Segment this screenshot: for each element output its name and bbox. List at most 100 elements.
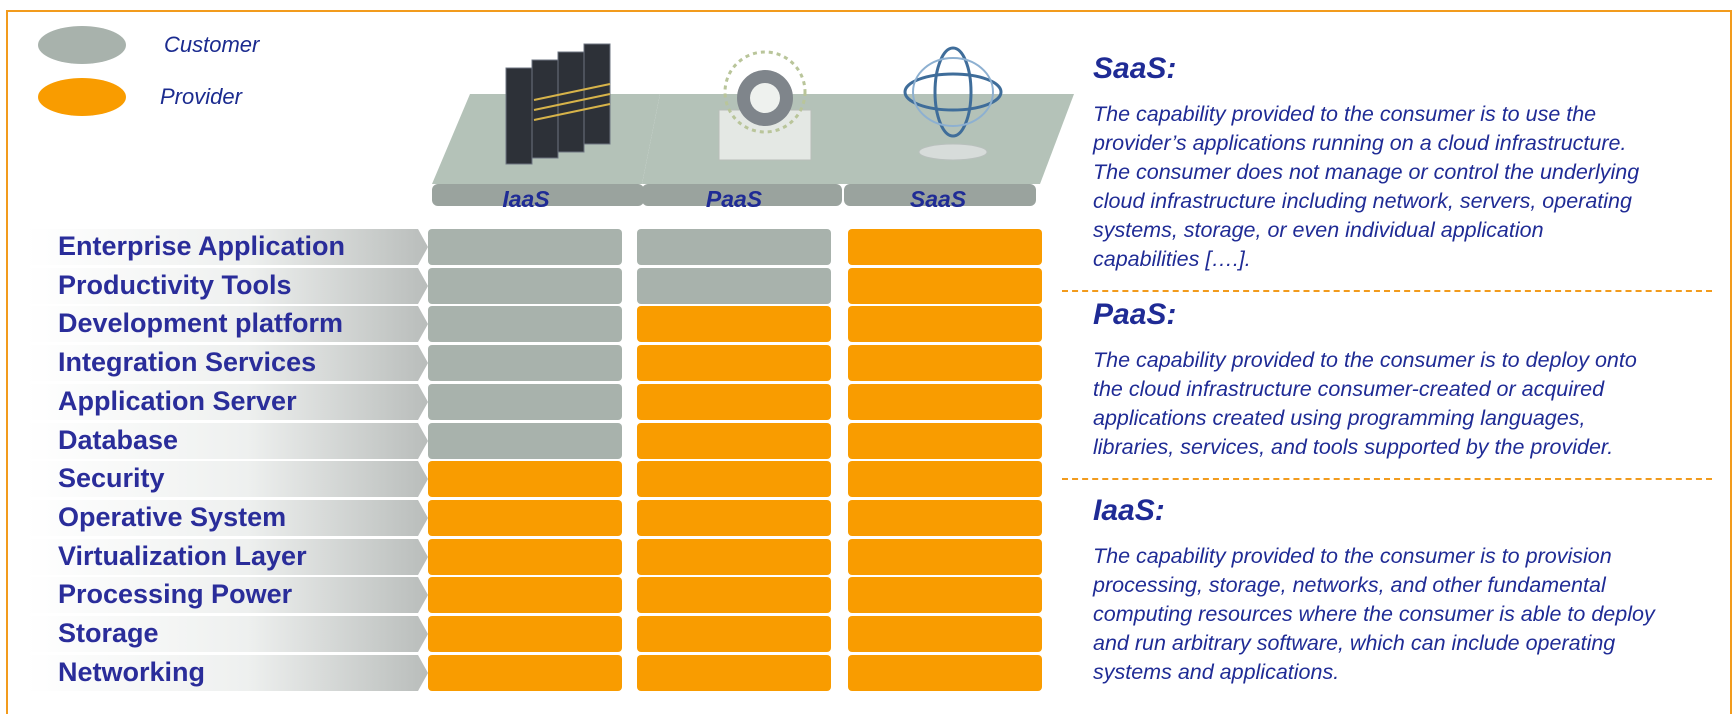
cell-iaas-provider — [428, 539, 622, 575]
cell-paas-customer — [637, 268, 831, 304]
gear-icon — [718, 50, 812, 161]
row-label-arrow-background — [26, 268, 428, 304]
cell-paas-provider — [637, 306, 831, 342]
cell-paas-provider — [637, 539, 831, 575]
iaas-description-line: and run arbitrary software, which can in… — [1093, 631, 1616, 655]
paas-description-title: PaaS: — [1093, 298, 1177, 331]
row-label-text: Application Server — [58, 386, 297, 416]
customer-legend-swatch — [38, 26, 126, 64]
row-label-text: Processing Power — [58, 579, 293, 609]
section-divider — [1062, 478, 1712, 480]
saas-description-line: The consumer does not manage or control … — [1093, 160, 1640, 184]
row-label: Networking — [26, 655, 428, 691]
row-label: Enterprise Application — [26, 229, 428, 265]
cell-iaas-customer — [428, 306, 622, 342]
iaas-description-text: The capability provided to the consumer … — [1093, 542, 1723, 687]
cell-iaas-customer — [428, 345, 622, 381]
row-label-text: Integration Services — [58, 347, 317, 377]
row-label-text: Enterprise Application — [58, 231, 346, 261]
paas-description-line: libraries, services, and tools supported… — [1093, 435, 1614, 459]
cell-paas-customer — [637, 229, 831, 265]
row-label-text: Storage — [58, 618, 159, 648]
row-label: Integration Services — [26, 345, 428, 381]
cell-iaas-provider — [428, 616, 622, 652]
cell-iaas-customer — [428, 423, 622, 459]
saas-description-line: cloud infrastructure including network, … — [1093, 189, 1632, 213]
row-label-arrow-background — [26, 423, 428, 459]
row-label-arrow-background — [26, 539, 428, 575]
cell-iaas-provider — [428, 500, 622, 536]
cell-paas-provider — [637, 655, 831, 691]
cell-iaas-provider — [428, 577, 622, 613]
cell-paas-provider — [637, 461, 831, 497]
iaas-description-title: IaaS: — [1093, 494, 1165, 527]
column-label-paas: PaaS — [705, 186, 763, 212]
row-label-arrow-background — [26, 500, 428, 536]
cell-saas-provider — [848, 500, 1042, 536]
row-label: Operative System — [26, 500, 428, 536]
frame-right-border — [1730, 10, 1732, 714]
cell-saas-provider — [848, 384, 1042, 420]
iaas-description-line: The capability provided to the consumer … — [1093, 544, 1612, 568]
paas-description-text: The capability provided to the consumer … — [1093, 346, 1723, 462]
cell-iaas-customer — [428, 229, 622, 265]
cell-paas-provider — [637, 345, 831, 381]
row-label-arrow-background — [26, 461, 428, 497]
row-label-text: Operative System — [58, 502, 287, 532]
row-label: Development platform — [26, 306, 428, 342]
row-label-arrow-background — [26, 384, 428, 420]
cell-paas-provider — [637, 616, 831, 652]
iaas-description-line: processing, storage, networks, and other… — [1093, 573, 1606, 597]
globe-orbit-icon — [903, 46, 1003, 161]
row-label: Virtualization Layer — [26, 539, 428, 575]
cell-saas-provider — [848, 577, 1042, 613]
paas-description-line: applications created using programming l… — [1093, 406, 1586, 430]
cell-paas-provider — [637, 384, 831, 420]
row-label-text: Security — [58, 463, 165, 493]
row-label-arrow-background — [26, 655, 428, 691]
cell-paas-provider — [637, 500, 831, 536]
row-label-text: Virtualization Layer — [58, 541, 307, 571]
row-label: Application Server — [26, 384, 428, 420]
row-label-text: Database — [58, 425, 179, 455]
row-label: Storage — [26, 616, 428, 652]
cell-saas-provider — [848, 306, 1042, 342]
customer-legend-label: Customer — [164, 32, 260, 57]
column-label-iaas: IaaS — [502, 186, 550, 212]
paas-description-line: the cloud infrastructure consumer-create… — [1093, 377, 1605, 401]
cell-iaas-provider — [428, 655, 622, 691]
row-label-arrow-background — [26, 306, 428, 342]
row-label: Processing Power — [26, 577, 428, 613]
row-label-arrow-background — [26, 345, 428, 381]
row-label-arrow-background — [26, 577, 428, 613]
cell-iaas-provider — [428, 461, 622, 497]
iaas-description-line: computing resources where the consumer i… — [1093, 602, 1655, 626]
saas-platform — [842, 92, 1076, 206]
paas-description-line: The capability provided to the consumer … — [1093, 348, 1637, 372]
row-label: Database — [26, 423, 428, 459]
row-label-text: Development platform — [58, 308, 344, 338]
provider-legend-swatch — [38, 78, 126, 116]
row-label-text: Networking — [58, 657, 206, 687]
saas-description-line: capabilities [….]. — [1093, 247, 1251, 271]
row-label: Productivity Tools — [26, 268, 428, 304]
cell-paas-provider — [637, 577, 831, 613]
saas-description-title: SaaS: — [1093, 52, 1177, 85]
cell-saas-provider — [848, 616, 1042, 652]
saas-description-line: The capability provided to the consumer … — [1093, 102, 1597, 126]
cell-saas-provider — [848, 655, 1042, 691]
server-rack-icon — [505, 43, 611, 165]
cell-paas-provider — [637, 423, 831, 459]
cell-iaas-customer — [428, 384, 622, 420]
cell-saas-provider — [848, 539, 1042, 575]
cell-saas-provider — [848, 461, 1042, 497]
saas-description-text: The capability provided to the consumer … — [1093, 100, 1723, 274]
cell-iaas-customer — [428, 268, 622, 304]
row-label: Security — [26, 461, 428, 497]
column-label-saas: SaaS — [909, 186, 967, 212]
cell-saas-provider — [848, 268, 1042, 304]
saas-description-line: systems, storage, or even individual app… — [1093, 218, 1544, 242]
cell-saas-provider — [848, 423, 1042, 459]
row-label-arrow-background — [26, 616, 428, 652]
